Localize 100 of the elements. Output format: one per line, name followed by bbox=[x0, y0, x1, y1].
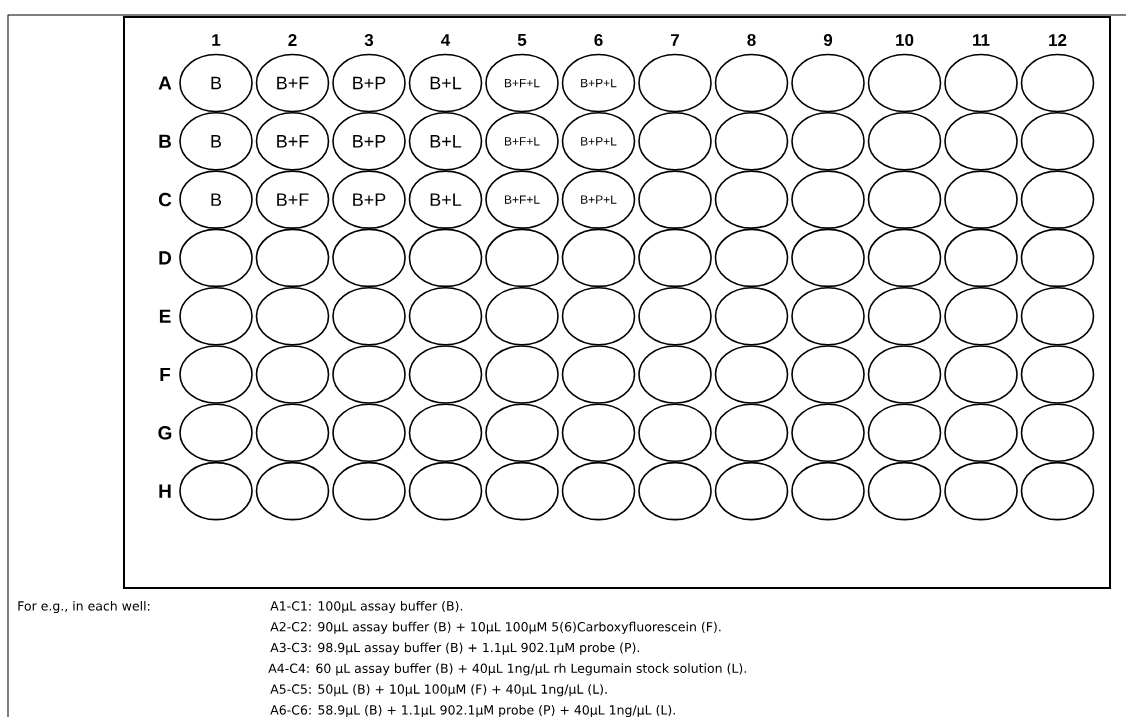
well bbox=[1020, 286, 1095, 346]
column-number: 8 bbox=[747, 34, 756, 46]
well bbox=[714, 228, 789, 288]
well bbox=[255, 228, 330, 288]
well bbox=[1020, 53, 1095, 113]
well bbox=[791, 286, 865, 346]
row-letter: H bbox=[159, 484, 171, 498]
well bbox=[561, 403, 636, 463]
well bbox=[408, 228, 483, 288]
note-text: A6-C6: 58.9µL (B) + 1.1µL 902.1µM probe (P) + 40µL 1ng/µL (L). bbox=[270, 704, 675, 717]
well bbox=[867, 345, 942, 404]
well: B bbox=[179, 112, 253, 171]
well bbox=[1020, 403, 1095, 463]
well bbox=[791, 228, 865, 288]
well bbox=[485, 286, 559, 346]
well bbox=[561, 228, 636, 288]
well bbox=[944, 170, 1018, 229]
well: B bbox=[179, 53, 253, 113]
well bbox=[791, 170, 865, 229]
well bbox=[408, 461, 483, 521]
well bbox=[1020, 228, 1095, 288]
well bbox=[791, 53, 865, 113]
well: B+F+L bbox=[485, 53, 559, 113]
note-text: For e.g., in each well: bbox=[18, 600, 150, 614]
row-letter: C bbox=[158, 192, 172, 207]
well: B bbox=[179, 170, 253, 229]
well bbox=[408, 345, 483, 404]
well bbox=[255, 403, 330, 463]
row-letter: F bbox=[160, 368, 171, 382]
column-number: 10 bbox=[896, 34, 914, 46]
well: B+L bbox=[408, 112, 483, 171]
row-letter: B bbox=[159, 134, 171, 148]
well: B+F bbox=[255, 112, 330, 171]
note-text: A4-C4: 60 µL assay buffer (B) + 40µL 1ng/µL rh Legumain stock solution (L). bbox=[268, 663, 746, 676]
well bbox=[714, 403, 789, 463]
well bbox=[638, 345, 712, 404]
well: B+P+L bbox=[561, 170, 636, 229]
well bbox=[485, 461, 559, 521]
well bbox=[638, 461, 712, 521]
well bbox=[638, 53, 712, 113]
well bbox=[867, 461, 942, 521]
well: B+L bbox=[408, 170, 483, 229]
note-text: A1-C1: 100µL assay buffer (B). bbox=[270, 600, 463, 614]
well: B+F bbox=[255, 170, 330, 229]
well bbox=[179, 403, 253, 463]
well bbox=[255, 461, 330, 521]
well bbox=[791, 345, 865, 404]
column-number: 9 bbox=[823, 34, 833, 46]
row-letter: G bbox=[158, 426, 172, 440]
well bbox=[179, 286, 253, 346]
well bbox=[867, 228, 942, 288]
well bbox=[332, 403, 406, 463]
row-letter: D bbox=[159, 251, 172, 265]
well bbox=[408, 286, 483, 346]
column-number: 11 bbox=[973, 34, 990, 46]
well bbox=[561, 286, 636, 346]
well bbox=[944, 345, 1018, 404]
well bbox=[791, 461, 865, 521]
well bbox=[638, 286, 712, 346]
well: B+F+L bbox=[485, 112, 559, 171]
column-number: 1 bbox=[212, 34, 221, 46]
well bbox=[638, 170, 712, 229]
well bbox=[179, 345, 253, 404]
well bbox=[179, 461, 253, 521]
well bbox=[179, 228, 253, 288]
well bbox=[638, 112, 712, 171]
well: B+P+L bbox=[561, 112, 636, 171]
column-number: 12 bbox=[1049, 34, 1067, 46]
well bbox=[1020, 170, 1095, 229]
well: B+F+L bbox=[485, 170, 559, 229]
well bbox=[255, 345, 330, 404]
well bbox=[944, 286, 1018, 346]
column-number: 5 bbox=[517, 34, 527, 46]
well bbox=[714, 286, 789, 346]
row-letter: E bbox=[159, 309, 171, 323]
well bbox=[944, 228, 1018, 288]
column-number: 6 bbox=[594, 34, 603, 46]
well bbox=[944, 112, 1018, 171]
well bbox=[638, 228, 712, 288]
well bbox=[867, 112, 942, 171]
well bbox=[944, 53, 1018, 113]
well bbox=[867, 286, 942, 346]
note-text: A5-C5: 50µL (B) + 10µL 100µM (F) + 40µL 1ng/µL (L). bbox=[270, 684, 607, 697]
well: B+P bbox=[332, 53, 406, 113]
well bbox=[791, 112, 865, 171]
well bbox=[867, 403, 942, 463]
well bbox=[1020, 112, 1095, 171]
well bbox=[944, 461, 1018, 521]
column-number: 3 bbox=[364, 33, 374, 47]
well bbox=[638, 403, 712, 463]
well bbox=[408, 403, 483, 463]
well: B+L bbox=[408, 53, 483, 113]
well bbox=[255, 286, 330, 346]
well: B+P bbox=[332, 112, 406, 171]
well bbox=[944, 403, 1018, 463]
column-number: 4 bbox=[441, 34, 451, 46]
well bbox=[332, 461, 406, 521]
well: B+P+L bbox=[561, 53, 636, 113]
well bbox=[1020, 461, 1095, 521]
well bbox=[332, 345, 406, 404]
